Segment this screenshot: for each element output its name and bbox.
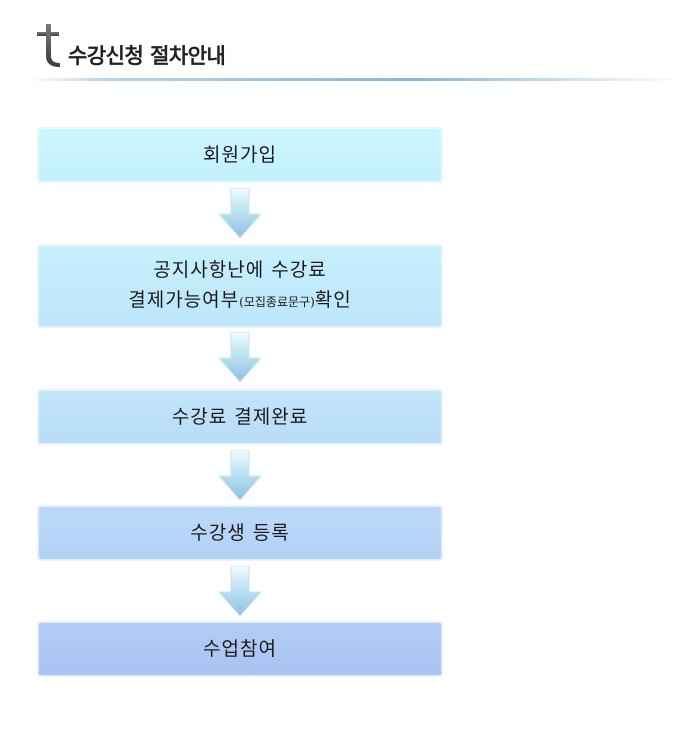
page-title: 수강신청 절차안내 — [68, 44, 226, 68]
t-letter-icon — [37, 24, 60, 67]
step-label: 수강생 등록 — [190, 522, 290, 544]
step-label: 수업참여 — [203, 638, 277, 660]
step-label-line1: 공지사항난에 수강료 — [153, 259, 327, 281]
step-label-line2: 결제가능여부(모집종료문구)확인 — [128, 285, 351, 317]
step-payment-complete: 수강료 결제완료 — [38, 390, 442, 444]
header-divider — [28, 78, 674, 81]
step-student-registration: 수강생 등록 — [38, 506, 442, 560]
page-header: 수강신청 절차안내 — [28, 22, 676, 86]
down-arrow-icon — [219, 188, 261, 239]
down-arrow-icon — [219, 450, 261, 501]
step-label: 수강료 결제완료 — [171, 406, 309, 428]
down-arrow-icon — [219, 332, 261, 383]
step-label-main: 결제가능여부 — [128, 289, 240, 311]
step-label: 회원가입 — [203, 144, 277, 166]
down-arrow-icon — [219, 566, 261, 617]
step-check-payment-availability: 공지사항난에 수강료 결제가능여부(모집종료문구)확인 — [38, 245, 442, 327]
step-label-end: 확인 — [314, 289, 352, 311]
step-signup: 회원가입 — [38, 128, 442, 182]
step-class-participation: 수업참여 — [38, 622, 442, 676]
step-label-note: (모집종료문구) — [239, 295, 315, 309]
